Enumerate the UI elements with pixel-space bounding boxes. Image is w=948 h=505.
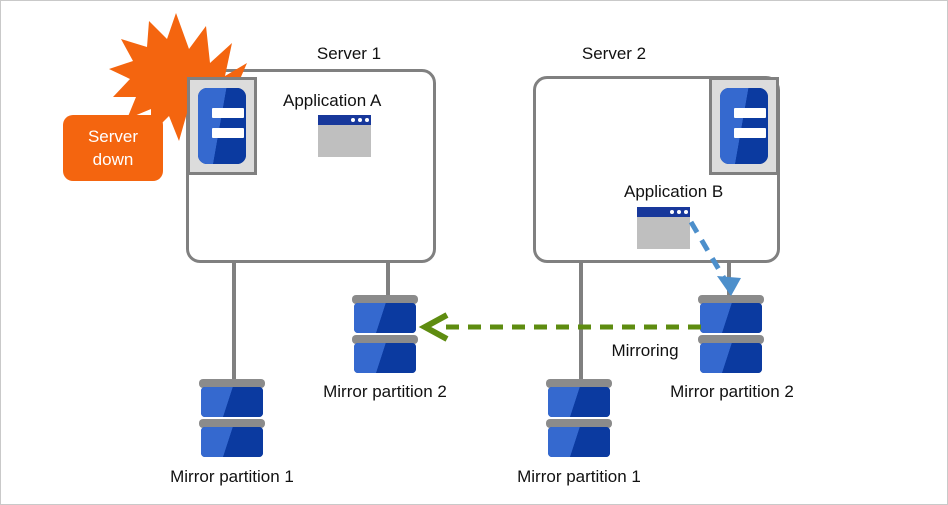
disk-block-2 [548, 427, 610, 457]
server-down-line1: Server [87, 127, 139, 146]
server1-mirror-partition-1-label: Mirror partition 1 [170, 467, 294, 486]
disk-cap-1 [546, 379, 612, 388]
server2-machine-body [720, 88, 768, 164]
server1-machine-icon [187, 77, 257, 175]
disk-block-1 [548, 387, 610, 417]
server2-title: Server 2 [581, 44, 647, 63]
server1-machine-body [198, 88, 246, 164]
disk-cap-2 [698, 335, 764, 344]
window-dot-icon-1 [351, 118, 355, 122]
mirroring-label: Mirroring [611, 341, 679, 360]
application-b-window-icon [637, 207, 690, 249]
server1-title: Server 1 [316, 44, 382, 63]
disk-cap-2 [546, 419, 612, 428]
server2-mirror-partition-1-label: Mirror partition 1 [517, 467, 641, 486]
server2-link-partition1 [579, 261, 583, 383]
disk-block-2 [354, 343, 416, 373]
application-a-titlebar [318, 115, 371, 125]
disk-cap-2 [352, 335, 418, 344]
server1-mirror-partition-2-label: Mirror partition 2 [323, 382, 447, 401]
application-a-label: Application A [283, 91, 382, 110]
mirroring-arrow [418, 312, 701, 342]
server-down-badge: Server down [63, 115, 163, 181]
window-dot-icon-3 [365, 118, 369, 122]
server2-machine-icon [709, 77, 779, 175]
application-a-window-icon [318, 115, 371, 157]
server-down-line2: down [92, 150, 134, 169]
server1-slot-bar-2 [212, 128, 244, 138]
window-dot-icon-2 [358, 118, 362, 122]
server1-mirror-partition-2-icon [352, 295, 418, 379]
disk-cap-2 [199, 419, 265, 428]
application-b-label: Application B [624, 182, 724, 201]
disk-cap-1 [698, 295, 764, 304]
server2-slot-bar-1 [734, 108, 766, 118]
disk-block-2 [700, 343, 762, 373]
server2-mirror-partition-2-icon [698, 295, 764, 379]
server2-mirror-partition-2-label: Mirror partition 2 [670, 382, 794, 401]
window-dot-icon-1 [670, 210, 674, 214]
disk-block-1 [700, 303, 762, 333]
server1-link-partition1 [232, 261, 236, 383]
window-dot-icon-3 [684, 210, 688, 214]
server1-mirror-partition-1-icon [199, 379, 265, 463]
disk-block-1 [201, 387, 263, 417]
server2-slot-bar-2 [734, 128, 766, 138]
disk-block-1 [354, 303, 416, 333]
window-dot-icon-2 [677, 210, 681, 214]
server1-slot-bar-1 [212, 108, 244, 118]
server2-link-partition2 [727, 261, 731, 299]
disk-block-2 [201, 427, 263, 457]
disk-cap-1 [199, 379, 265, 388]
server1-link-partition2 [386, 261, 390, 299]
disk-cap-1 [352, 295, 418, 304]
server2-mirror-partition-1-icon [546, 379, 612, 463]
application-b-titlebar [637, 207, 690, 217]
